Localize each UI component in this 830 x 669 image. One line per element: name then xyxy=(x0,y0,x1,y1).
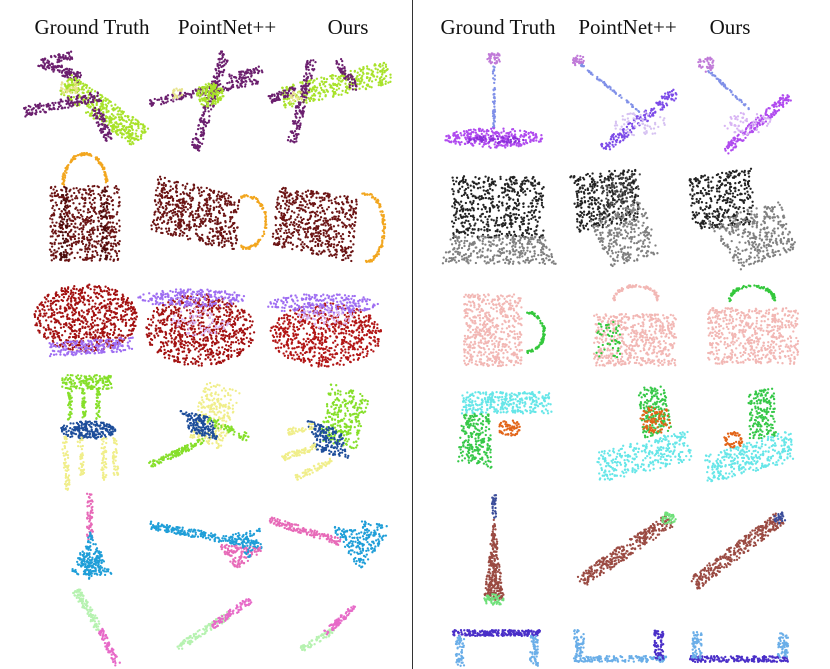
guitar-pointnet xyxy=(149,520,263,569)
knife-ours xyxy=(299,605,357,652)
mug-ours xyxy=(706,284,800,365)
mug-ground-truth xyxy=(462,293,547,368)
cap-ours xyxy=(267,293,383,368)
rocket-ground-truth xyxy=(483,494,505,606)
right-header-pointnet: PointNet++ xyxy=(578,15,677,39)
bag-ours xyxy=(271,186,387,264)
table-ground-truth xyxy=(451,628,542,667)
pistol-ground-truth xyxy=(457,390,553,469)
left-header-ground-truth: Ground Truth xyxy=(34,15,150,39)
bag-pointnet xyxy=(150,175,268,251)
laptop-ours xyxy=(688,167,796,271)
knife-ground-truth xyxy=(72,588,121,667)
panel-divider xyxy=(412,0,414,669)
chair-ours xyxy=(281,383,369,481)
right-header-ours: Ours xyxy=(709,15,751,39)
left-header-ours: Ours xyxy=(327,15,369,39)
cap-pointnet xyxy=(137,288,256,367)
pistol-pointnet xyxy=(596,385,693,481)
chair-pointnet xyxy=(148,381,250,468)
mug-pointnet xyxy=(592,283,678,367)
right-header-ground-truth: Ground Truth xyxy=(440,15,556,39)
left-header-pointnet: PointNet++ xyxy=(177,15,277,39)
guitar-ours xyxy=(268,516,388,569)
guitar-ground-truth xyxy=(71,492,113,580)
cap-ground-truth xyxy=(33,283,138,358)
pistol-ours xyxy=(704,387,795,483)
lamp-pointnet xyxy=(571,54,678,151)
airplane-pointnet xyxy=(148,50,264,152)
lamp-ours xyxy=(697,56,792,155)
laptop-ground-truth xyxy=(441,175,557,266)
airplane-ground-truth xyxy=(22,50,150,146)
knife-pointnet xyxy=(176,598,253,650)
table-ours xyxy=(688,631,790,664)
rocket-pointnet xyxy=(576,511,677,586)
lamp-ground-truth xyxy=(444,52,544,150)
chair-ground-truth xyxy=(60,373,120,491)
rocket-ours xyxy=(690,511,787,590)
airplane-ours xyxy=(267,57,392,144)
laptop-pointnet xyxy=(569,168,659,268)
table-pointnet xyxy=(572,629,668,664)
bag-ground-truth xyxy=(48,151,121,263)
